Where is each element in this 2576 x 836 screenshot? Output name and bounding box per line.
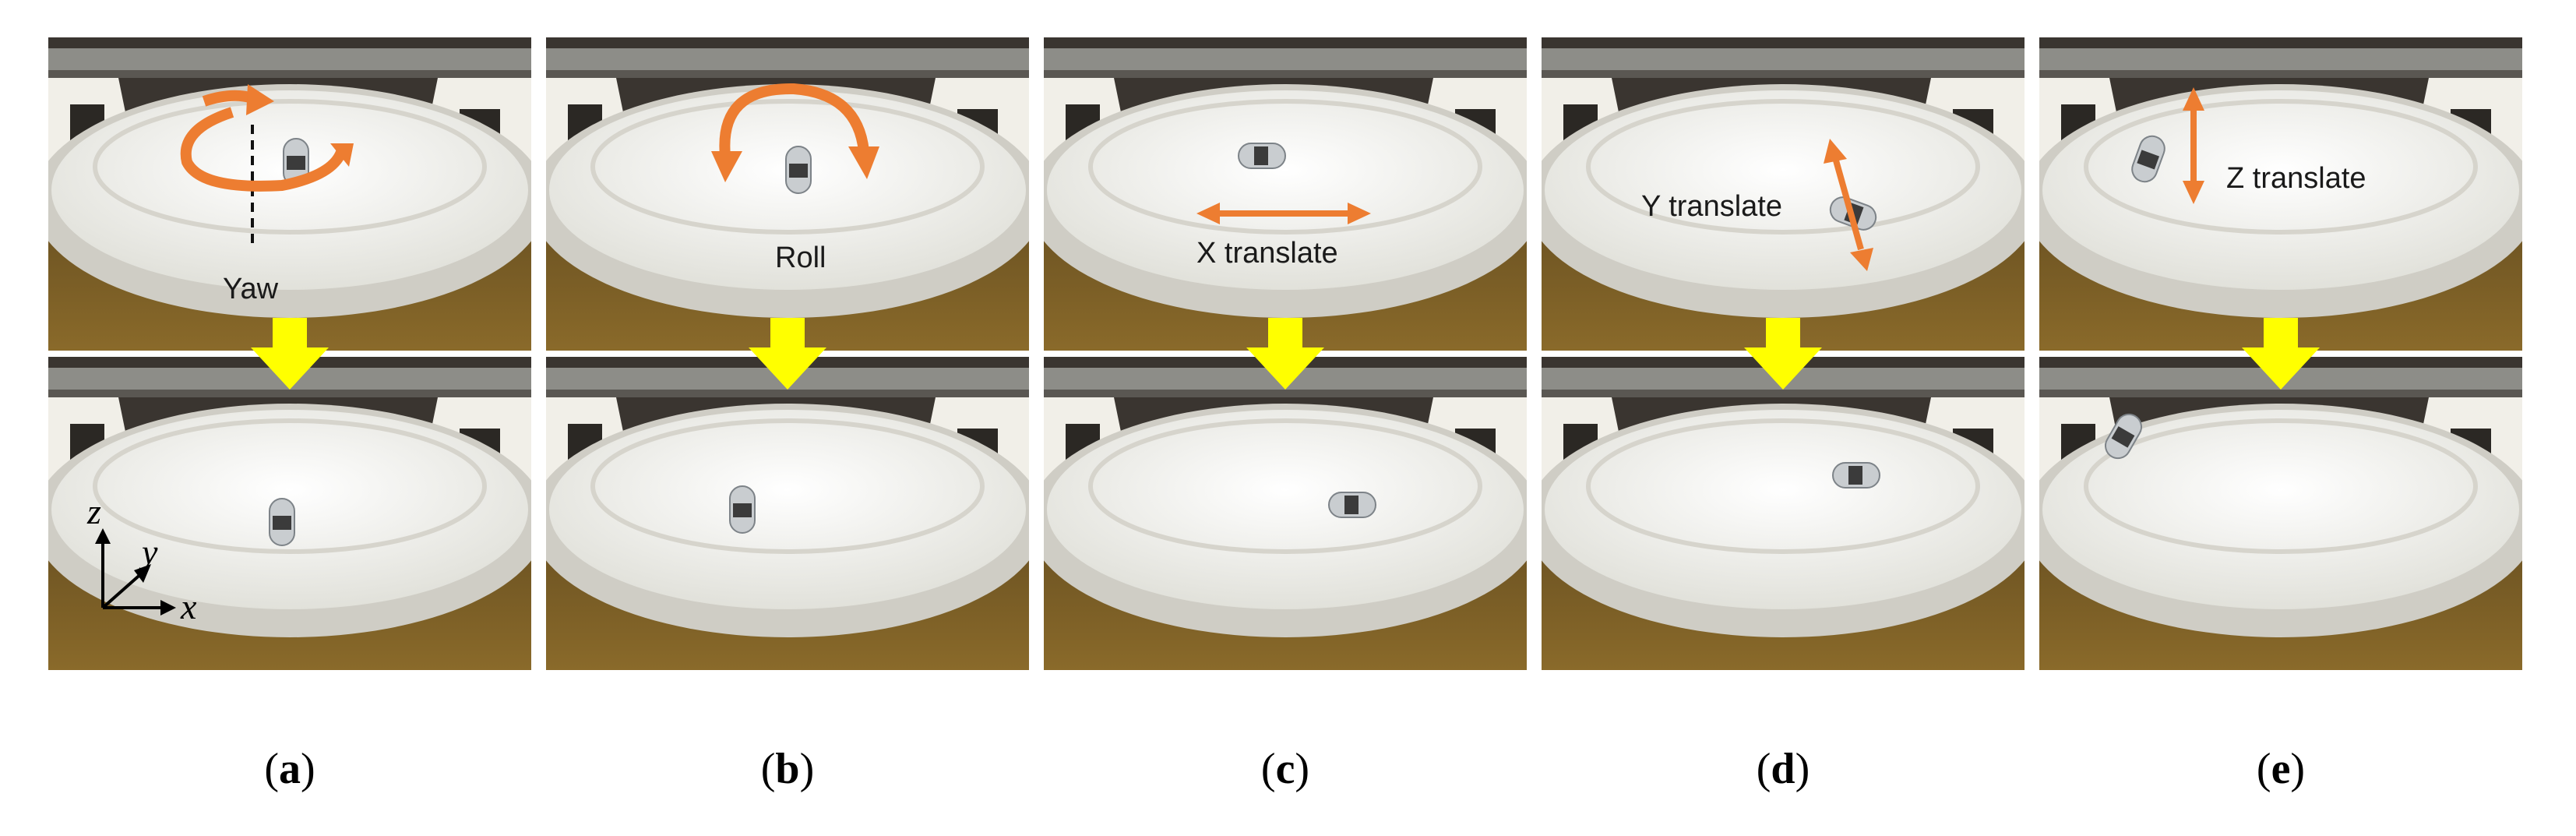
caption-c: (c) — [1260, 745, 1310, 793]
panel-e: Z translate — [2039, 37, 2522, 670]
motion-label: Y translate — [1641, 190, 1782, 223]
scene — [2039, 357, 2522, 670]
arrow-down-icon — [251, 318, 329, 390]
photo-before — [546, 37, 1029, 351]
scene — [1044, 37, 1527, 351]
motion-label: Roll — [775, 242, 826, 274]
scene — [2039, 37, 2522, 351]
motion-label: Yaw — [223, 273, 279, 305]
photo-after — [2039, 357, 2522, 670]
arrow-down-icon — [749, 318, 826, 390]
axis-y-label: y — [142, 532, 158, 572]
photo-after — [546, 357, 1029, 670]
photo-after — [48, 357, 531, 670]
scene — [48, 37, 531, 351]
scene — [48, 357, 531, 670]
photo-after — [1542, 357, 2025, 670]
panel-b: Roll — [546, 37, 1029, 670]
photo-before — [1044, 37, 1527, 351]
scene — [546, 37, 1029, 351]
scene — [546, 357, 1029, 670]
panel-a: Yaw z y x — [48, 37, 531, 670]
photo-before — [48, 37, 531, 351]
caption-b: (b) — [760, 745, 815, 793]
arrow-down-icon — [1246, 318, 1324, 390]
motion-label: X translate — [1196, 237, 1338, 270]
scene — [1044, 357, 1527, 670]
scene — [1542, 37, 2025, 351]
panel-d: Y translate — [1542, 37, 2025, 670]
axis-x-label: x — [181, 587, 197, 626]
arrow-down-icon — [1744, 318, 1822, 390]
caption-a: (a) — [264, 745, 315, 793]
photo-before — [1542, 37, 2025, 351]
axis-z-label: z — [87, 492, 101, 531]
photo-before — [2039, 37, 2522, 351]
motion-label: Z translate — [2226, 162, 2366, 195]
arrow-down-icon — [2242, 318, 2320, 390]
photo-after — [1044, 357, 1527, 670]
scene — [1542, 357, 2025, 670]
axes-icon: z y x — [72, 492, 204, 626]
caption-d: (d) — [1756, 745, 1810, 793]
caption-e: (e) — [2256, 745, 2306, 793]
panel-c: X translate — [1044, 37, 1527, 670]
